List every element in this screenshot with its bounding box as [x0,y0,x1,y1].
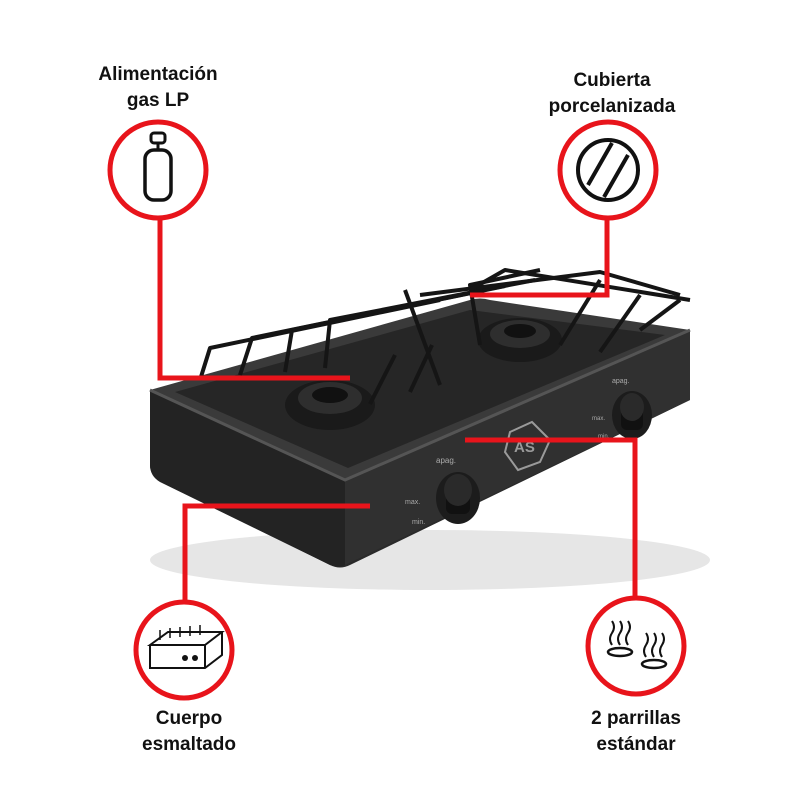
grates [198,268,691,405]
feature-label-body-line2: esmaltado [142,734,236,755]
feature-label-gas-line1: Alimentación [98,64,218,85]
enamel-body-icon [133,599,235,701]
feature-label-body: Cuerpo esmaltado [94,706,284,758]
brand-logo: AS [503,420,552,472]
porcelain-surface-icon [557,119,659,221]
knob-right [612,391,652,439]
feature-label-gas-line2: gas LP [126,90,190,111]
knob-off-label-left: apag. [436,456,456,465]
callout-line-gas [157,218,350,381]
callout-line-burners [465,437,638,600]
feature-label-cover-line2: porcelanizada [548,96,676,117]
knob-off-label-right: apag. [612,378,630,385]
stove: apag. max. min. apag. max. min. AS [149,268,710,590]
callout-line-body [182,503,370,604]
burner-left [285,380,375,430]
knob-min-label-left: min. [412,519,425,526]
feature-label-cover-line1: Cubierta [573,70,651,91]
knob-max-label-left: max. [405,499,420,506]
knob-left [436,472,480,524]
feature-label-body-line1: Cuerpo [155,708,223,729]
feature-label-burners: 2 parrillas estándar [538,706,734,758]
feature-label-burners-line2: estándar [596,734,676,755]
knob-min-label-right: min. [598,434,610,440]
knob-max-label-right: max. [592,416,605,422]
callout-lines [157,218,638,604]
gas-cylinder-icon [107,119,209,221]
feature-label-cover: Cubierta porcelanizada [512,68,712,120]
feature-label-gas: Alimentación gas LP [58,62,258,114]
burner-right [478,318,562,362]
svg-text:AS: AS [514,439,535,456]
burner-flames-icon [585,595,687,697]
callout-line-cover [470,218,610,298]
feature-label-burners-line1: 2 parrillas [591,708,681,729]
